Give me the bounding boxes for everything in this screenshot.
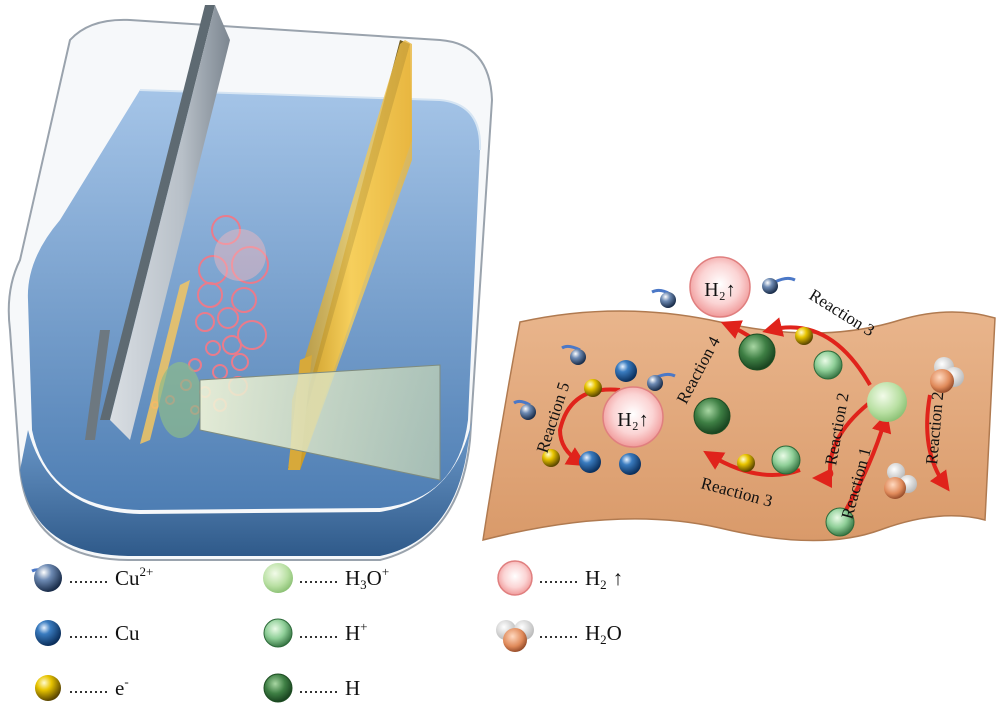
legend-h2o-o: O — [607, 621, 622, 645]
bubble-glow — [214, 229, 266, 281]
legend-e-sup: - — [124, 674, 128, 689]
legend-h3o-sub: 3 — [360, 577, 367, 592]
svg-text:e-: e- — [115, 674, 129, 700]
svg-text:H+: H+ — [345, 619, 368, 645]
water-molecule-top — [930, 357, 964, 393]
reaction-3-arrow-top — [762, 317, 872, 386]
electron-icon — [35, 675, 61, 701]
svg-text:H2O: H2O — [585, 621, 622, 647]
legend-h3o-h: H — [345, 566, 360, 590]
legend-e-label: e — [115, 676, 124, 700]
electrode-surface — [482, 310, 996, 542]
legend-cu2-label: Cu — [115, 566, 140, 590]
hplus-icon — [263, 618, 293, 648]
reaction-2-arrow-right — [925, 394, 950, 492]
cu-atoms — [579, 360, 641, 475]
legend-h2-sub: 2 — [600, 577, 607, 592]
h-atoms — [693, 333, 776, 435]
inner-gold-plate — [140, 280, 190, 444]
h3o-ion — [867, 382, 907, 422]
hplus-ions — [771, 350, 855, 537]
legend-cu2-sup: 2+ — [140, 564, 154, 579]
svg-text:H2↑: H2 ↑ — [585, 566, 623, 592]
surface-h2-bubble-mid: H₂↑ — [602, 386, 664, 448]
cu-icon — [35, 620, 61, 646]
cu2-icon — [34, 564, 62, 592]
surface-h2-bubble-top: H₂↑ — [689, 256, 751, 318]
h3o-icon — [263, 563, 293, 593]
h2o-icon — [496, 620, 534, 652]
legend-h3o-sup: + — [382, 564, 389, 579]
tank-water-side — [20, 420, 472, 556]
legend-h2: H2 ↑ — [497, 560, 623, 596]
legend-h2-label: H — [585, 566, 600, 590]
legend-hplus-label: H — [345, 621, 360, 645]
h2-bubbles — [151, 215, 269, 415]
legend-h3o-o: O — [367, 566, 382, 590]
gold-electrode — [288, 40, 412, 470]
legend-h-label: H — [345, 676, 360, 700]
h2-bubble-icon — [497, 560, 533, 596]
water-molecule-bottom — [884, 463, 917, 499]
legend-cu: Cu — [35, 620, 140, 646]
legend-h2o-h: H — [585, 621, 600, 645]
reaction-spot — [158, 362, 202, 438]
legend-electron: e- — [35, 674, 129, 701]
grey-electrode — [85, 5, 230, 440]
reaction-2-arrow-left — [812, 393, 882, 488]
svg-text:H3O+: H3O+ — [345, 564, 389, 592]
bubble-label-mid: H₂↑ — [617, 409, 648, 431]
legend-h2o: H2O — [496, 620, 622, 652]
legend-h2o-sub: 2 — [600, 632, 607, 647]
electrons — [542, 327, 813, 472]
legend-hplus-sup: + — [360, 619, 367, 634]
legend-hplus: H+ — [263, 618, 368, 648]
h-icon — [263, 673, 293, 703]
legend-cu-label: Cu — [115, 621, 140, 645]
magnification-beam — [199, 364, 441, 481]
legend-h3o: H3O+ — [263, 563, 389, 593]
svg-text:Cu2+: Cu2+ — [115, 564, 153, 590]
legend-h2-arrow: ↑ — [613, 566, 624, 590]
cu2-particles — [513, 276, 796, 420]
legend: Cu2+ Cu e- H3O+ H+ H — [31, 560, 623, 703]
legend-h: H — [263, 673, 360, 703]
legend-cu2: Cu2+ — [31, 564, 153, 592]
bubble-label-top: H₂↑ — [704, 279, 735, 301]
